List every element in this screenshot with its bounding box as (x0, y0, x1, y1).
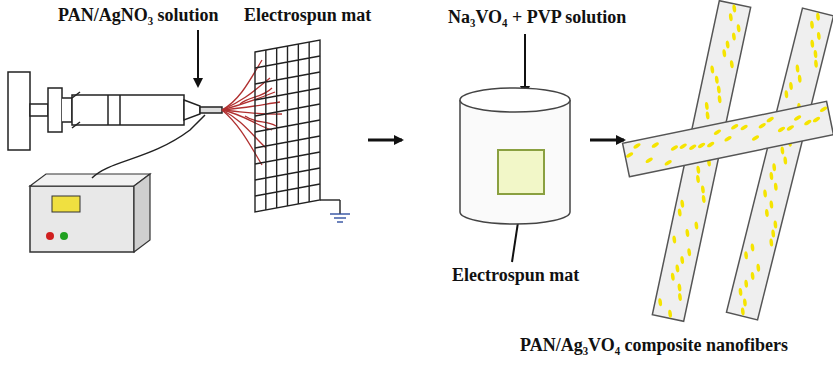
mat-label: Electrospun mat (452, 266, 579, 286)
ag3vo4-particle (651, 141, 660, 148)
ag3vo4-particle (744, 251, 748, 259)
ag3vo4-particle (793, 114, 802, 121)
ag3vo4-particle (819, 106, 828, 113)
ag3vo4-particle (784, 90, 788, 98)
ag3vo4-particle (670, 273, 675, 281)
product-label: PAN/Ag₃VO₄ composite nanofibers (520, 336, 788, 356)
ag3vo4-particle (701, 185, 706, 193)
ag3vo4-particle (730, 123, 739, 130)
ag3vo4-particle (732, 4, 737, 12)
ag3vo4-particle (763, 189, 767, 197)
ag3vo4-particle (713, 129, 722, 136)
ag3vo4-particle (795, 64, 799, 72)
power-supply (30, 115, 205, 252)
ag3vo4-particle (772, 163, 776, 171)
ag3vo4-particle (810, 21, 814, 29)
ag3vo4-particle (688, 144, 697, 151)
ag3vo4-particle (769, 238, 773, 246)
ag3vo4-particle (728, 13, 733, 21)
ag3vo4-particle (769, 200, 773, 208)
ag3vo4-particle (789, 82, 793, 90)
ag3vo4-particle (705, 111, 710, 119)
ag3vo4-particle (758, 122, 767, 129)
ag3vo4-particle (741, 307, 745, 315)
ag3vo4-particle (677, 283, 682, 291)
ag3vo4-particle (717, 95, 722, 103)
ag3vo4-particle (668, 310, 673, 318)
ag3vo4-particle (670, 144, 679, 151)
solution-label: Na₃VO₄ + PVP solution (448, 8, 626, 28)
ag3vo4-particle (645, 157, 654, 164)
ag3vo4-particle (633, 142, 642, 149)
ag3vo4-particle (765, 209, 769, 217)
ag3vo4-particle (724, 135, 733, 142)
ag3vo4-particle (740, 124, 749, 131)
ag3vo4-particle (780, 146, 784, 154)
ag3vo4-particle (677, 208, 682, 216)
ag3vo4-particle (816, 13, 820, 21)
ag3vo4-particle (678, 293, 683, 301)
ag3vo4-particle (738, 288, 742, 296)
ag3vo4-particle (696, 175, 701, 183)
ag3vo4-particle (817, 32, 821, 40)
ag3vo4-particle (701, 195, 706, 203)
ag3vo4-particle (706, 141, 715, 148)
ag3vo4-particle (743, 298, 747, 306)
ag3vo4-particle (769, 172, 773, 180)
ag3vo4-particle (813, 50, 817, 58)
ag3vo4-particle (625, 151, 634, 158)
ag3vo4-particle (786, 124, 795, 131)
ag3vo4-particle (729, 60, 734, 68)
nanofiber (623, 101, 833, 176)
syringe-pump (8, 72, 222, 150)
ag3vo4-particle (672, 235, 677, 243)
ag3vo4-particle (716, 85, 721, 93)
ag3vo4-particle (797, 75, 801, 83)
ag3vo4-particle (725, 40, 730, 48)
ag3vo4-particle (714, 76, 719, 84)
ag3vo4-particle (679, 143, 688, 150)
ag3vo4-particle (696, 165, 701, 173)
ag3vo4-particle (732, 32, 737, 40)
ag3vo4-particle (704, 102, 709, 110)
ag3vo4-particle (777, 126, 786, 133)
ag3vo4-particle (722, 49, 727, 57)
ag3vo4-particle (773, 220, 777, 228)
ag3vo4-particle (744, 280, 748, 288)
electrospun-mat-sample (498, 150, 544, 194)
ag3vo4-particle (766, 116, 775, 123)
ag3vo4-particle (664, 159, 673, 166)
ag3vo4-particle (685, 229, 690, 237)
ag3vo4-particle (658, 298, 663, 306)
ag3vo4-particle (810, 40, 814, 48)
ag3vo4-particle (675, 264, 680, 272)
ag3vo4-particle (751, 134, 760, 141)
nanofiber (726, 8, 833, 320)
ag3vo4-particle (750, 243, 754, 251)
composite-nanofibers (623, 1, 833, 322)
ag3vo4-particle (756, 264, 760, 272)
ag3vo4-particle (697, 142, 706, 149)
ag3vo4-particle (736, 24, 741, 32)
ag3vo4-particle (783, 156, 787, 164)
ag3vo4-particle (687, 248, 692, 256)
mat-label: Electrospun mat (244, 6, 371, 26)
ag3vo4-particle (774, 183, 778, 191)
beaker (460, 88, 570, 224)
ag3vo4-particle (750, 272, 754, 280)
ag3vo4-particle (680, 256, 685, 264)
ag3vo4-particle (812, 116, 821, 123)
ag3vo4-particle (710, 65, 715, 73)
ag3vo4-particle (803, 119, 812, 126)
ag3vo4-particle (814, 60, 818, 68)
ag3vo4-particle (694, 221, 699, 229)
solution-label: PAN/AgNO₃ solution (58, 6, 219, 26)
ag3vo4-particle (680, 200, 685, 208)
ag3vo4-particle (771, 229, 775, 237)
collector-grid (255, 40, 350, 222)
